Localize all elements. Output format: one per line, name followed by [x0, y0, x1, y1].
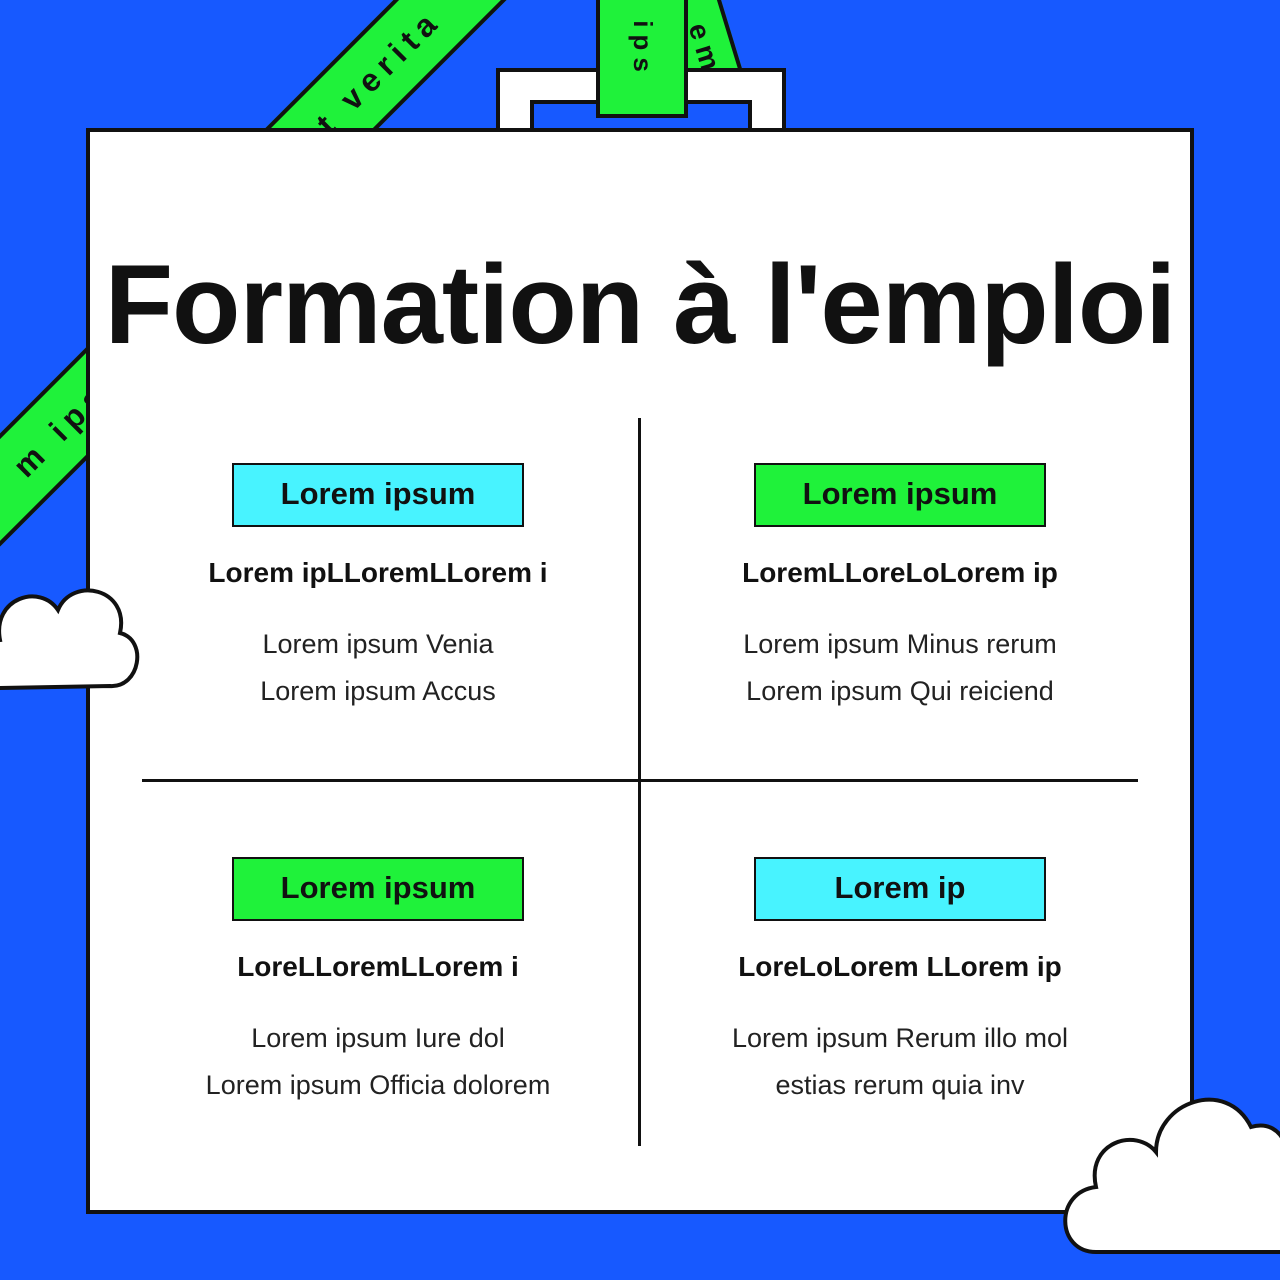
- description-line: Lorem ipsum Rerum illo mol: [731, 1023, 1069, 1053]
- quadrant-description: Lorem ipsum Minus rerum Lorem ipsum Qui …: [660, 621, 1140, 715]
- quadrant-description: Lorem ipsum Rerum illo mol estias rerum …: [660, 1015, 1140, 1109]
- cloud-icon: [1063, 1097, 1280, 1254]
- description-line: Lorem ipsum Minus rerum: [743, 629, 1057, 659]
- quadrant-subtitle: LoremLLoreLoLorem ip: [742, 557, 1058, 588]
- description-line: Lorem ipsum Iure dol: [251, 1023, 505, 1053]
- quadrant-description: Lorem ipsum Iure dol Lorem ipsum Officia…: [138, 1015, 618, 1109]
- quadrant-tag: Lorem ipsum: [754, 463, 1046, 527]
- horizontal-divider: [142, 779, 1138, 782]
- quadrant-top-right: Lorem ipsum LoremLLoreLoLorem ip Lorem i…: [660, 463, 1140, 715]
- description-line: estias rerum quia inv: [775, 1070, 1025, 1100]
- page-title: Formation à l'emploi: [104, 242, 1177, 367]
- ribbon-text: ips: [627, 19, 658, 79]
- description-line: Lorem ipsum Venia: [262, 629, 494, 659]
- quadrant-subtitle: LoreLLoremLLorem i: [237, 951, 519, 982]
- vertical-divider: [638, 418, 641, 1146]
- quadrant-top-left: Lorem ipsum Lorem ipLLoremLLorem i Lorem…: [138, 463, 618, 715]
- description-line: Lorem ipsum Officia dolorem: [205, 1070, 551, 1100]
- quadrant-bottom-right: Lorem ip LoreLoLorem LLorem ip Lorem ips…: [660, 857, 1140, 1109]
- description-line: Lorem ipsum Qui reiciend: [746, 676, 1054, 706]
- quadrant-subtitle: LoreLoLorem LLorem ip: [738, 951, 1062, 982]
- ribbon-clip: ips: [596, 0, 688, 118]
- quadrant-tag: Lorem ipsum: [232, 857, 524, 921]
- quadrant-tag: Lorem ip: [754, 857, 1046, 921]
- quadrant-description: Lorem ipsum Venia Lorem ipsum Accus: [138, 621, 618, 715]
- quadrant-subtitle: Lorem ipLLoremLLorem i: [208, 557, 548, 588]
- quadrant-bottom-left: Lorem ipsum LoreLLoremLLorem i Lorem ips…: [138, 857, 618, 1109]
- cloud-icon: [0, 588, 140, 691]
- description-line: Lorem ipsum Accus: [260, 676, 496, 706]
- quadrant-tag: Lorem ipsum: [232, 463, 524, 527]
